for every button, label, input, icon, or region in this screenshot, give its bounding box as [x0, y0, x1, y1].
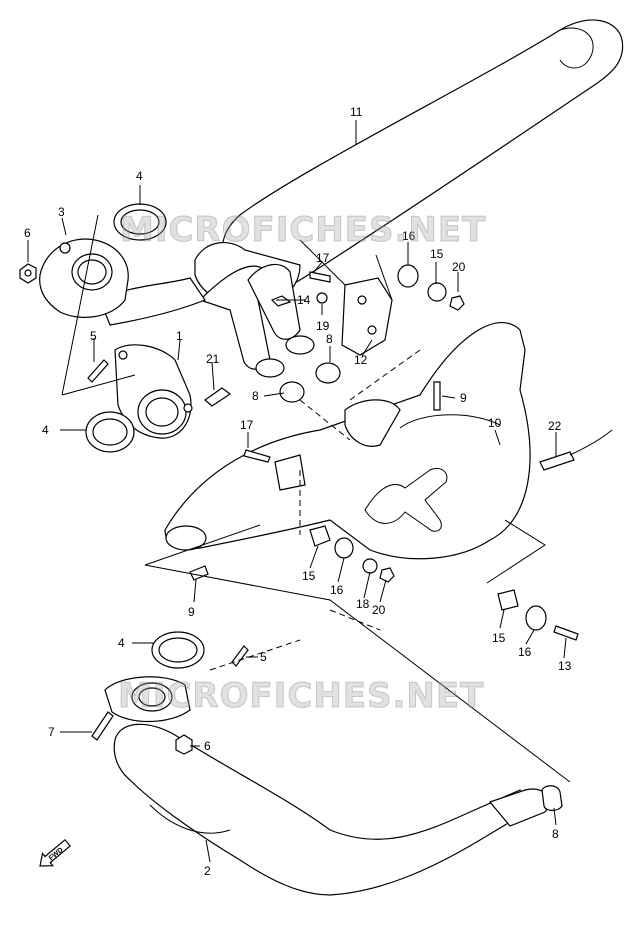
callout-8a: 8: [326, 332, 333, 346]
collar-15c: [497, 589, 519, 611]
watermark-upper: MICROFICHES.NET: [119, 210, 487, 251]
callout-13: 13: [558, 659, 572, 673]
collar-15b: [309, 525, 331, 547]
cushion-16b: [334, 537, 354, 559]
nut-20a: [449, 295, 465, 311]
nut-20b: [379, 567, 395, 583]
bolt-17b: [243, 449, 271, 463]
washer-18: [362, 558, 378, 574]
cushion-16a: [397, 264, 419, 288]
muffler-upper-part: [194, 19, 624, 306]
stud-lower: [231, 645, 249, 667]
bolt-9a: [433, 381, 441, 411]
exhaust-flange-middle: [114, 344, 193, 439]
callout-4a: 4: [136, 169, 143, 183]
collar-8c: [541, 785, 563, 812]
callout-11: 11: [350, 105, 363, 119]
callout-6a: 6: [24, 226, 31, 240]
callout-21: 21: [206, 352, 220, 366]
watermark-lower: MICROFICHES.NET: [117, 676, 485, 717]
callout-15c: 15: [492, 631, 506, 645]
callout-7: 7: [48, 725, 55, 739]
callout-15b: 15: [302, 569, 316, 583]
nut-6b: [175, 734, 193, 755]
callout-18: 18: [356, 597, 370, 611]
callout-5a: 5: [90, 329, 97, 343]
collar-15a: [427, 282, 447, 302]
callout-labels: 11 4 3 6 16 15 20 17 14 19 5 1 21 8 12 8…: [24, 105, 572, 878]
callout-4b: 4: [42, 423, 49, 437]
callout-16a: 16: [402, 229, 416, 243]
cushion-16c: [525, 605, 547, 631]
bolt-21: [204, 387, 232, 407]
callout-12: 12: [354, 353, 368, 367]
callout-9a: 9: [460, 391, 467, 405]
bolt-7: [91, 711, 114, 741]
callout-16b: 16: [330, 583, 344, 597]
bracket-12: [299, 239, 393, 356]
reference-lines: [61, 214, 571, 783]
callout-17b: 17: [240, 418, 254, 432]
callout-1: 1: [176, 329, 183, 343]
callout-20b: 20: [372, 603, 386, 617]
callout-9b: 9: [188, 605, 195, 619]
bolt-9b: [189, 565, 209, 581]
exhaust-chamber-part: [164, 322, 531, 560]
leader-lines: [27, 120, 567, 863]
callout-14: 14: [297, 293, 311, 307]
bolt-14: [270, 295, 292, 307]
stud-upper: [87, 359, 109, 383]
collar-8a: [279, 381, 305, 403]
bolt-17a: [309, 271, 331, 283]
callout-10: 10: [488, 416, 502, 430]
callout-22: 22: [548, 419, 562, 433]
nut-upper: [19, 263, 37, 284]
lower-muffler-part: [104, 676, 550, 896]
callout-8c: 8: [552, 827, 559, 841]
callout-4c: 4: [118, 636, 125, 650]
callout-5b: 5: [260, 650, 267, 664]
fwd-arrow-icon: FWD: [39, 838, 71, 867]
callout-20a: 20: [452, 260, 466, 274]
gasket-middle: [85, 411, 135, 453]
callout-15a: 15: [430, 247, 444, 261]
exhaust-flange-upper: [39, 238, 129, 318]
callout-3: 3: [58, 205, 65, 219]
callout-19: 19: [316, 319, 330, 333]
gasket-lower: [151, 631, 205, 669]
washer-19: [316, 292, 328, 304]
callout-6b: 6: [204, 739, 211, 753]
bolt-13: [553, 625, 579, 641]
callout-8b: 8: [252, 389, 259, 403]
callout-16c: 16: [518, 645, 532, 659]
callout-17a: 17: [316, 251, 330, 265]
oxygen-sensor-22: [539, 429, 613, 471]
callout-2: 2: [204, 864, 211, 878]
collar-8b: [315, 362, 341, 384]
